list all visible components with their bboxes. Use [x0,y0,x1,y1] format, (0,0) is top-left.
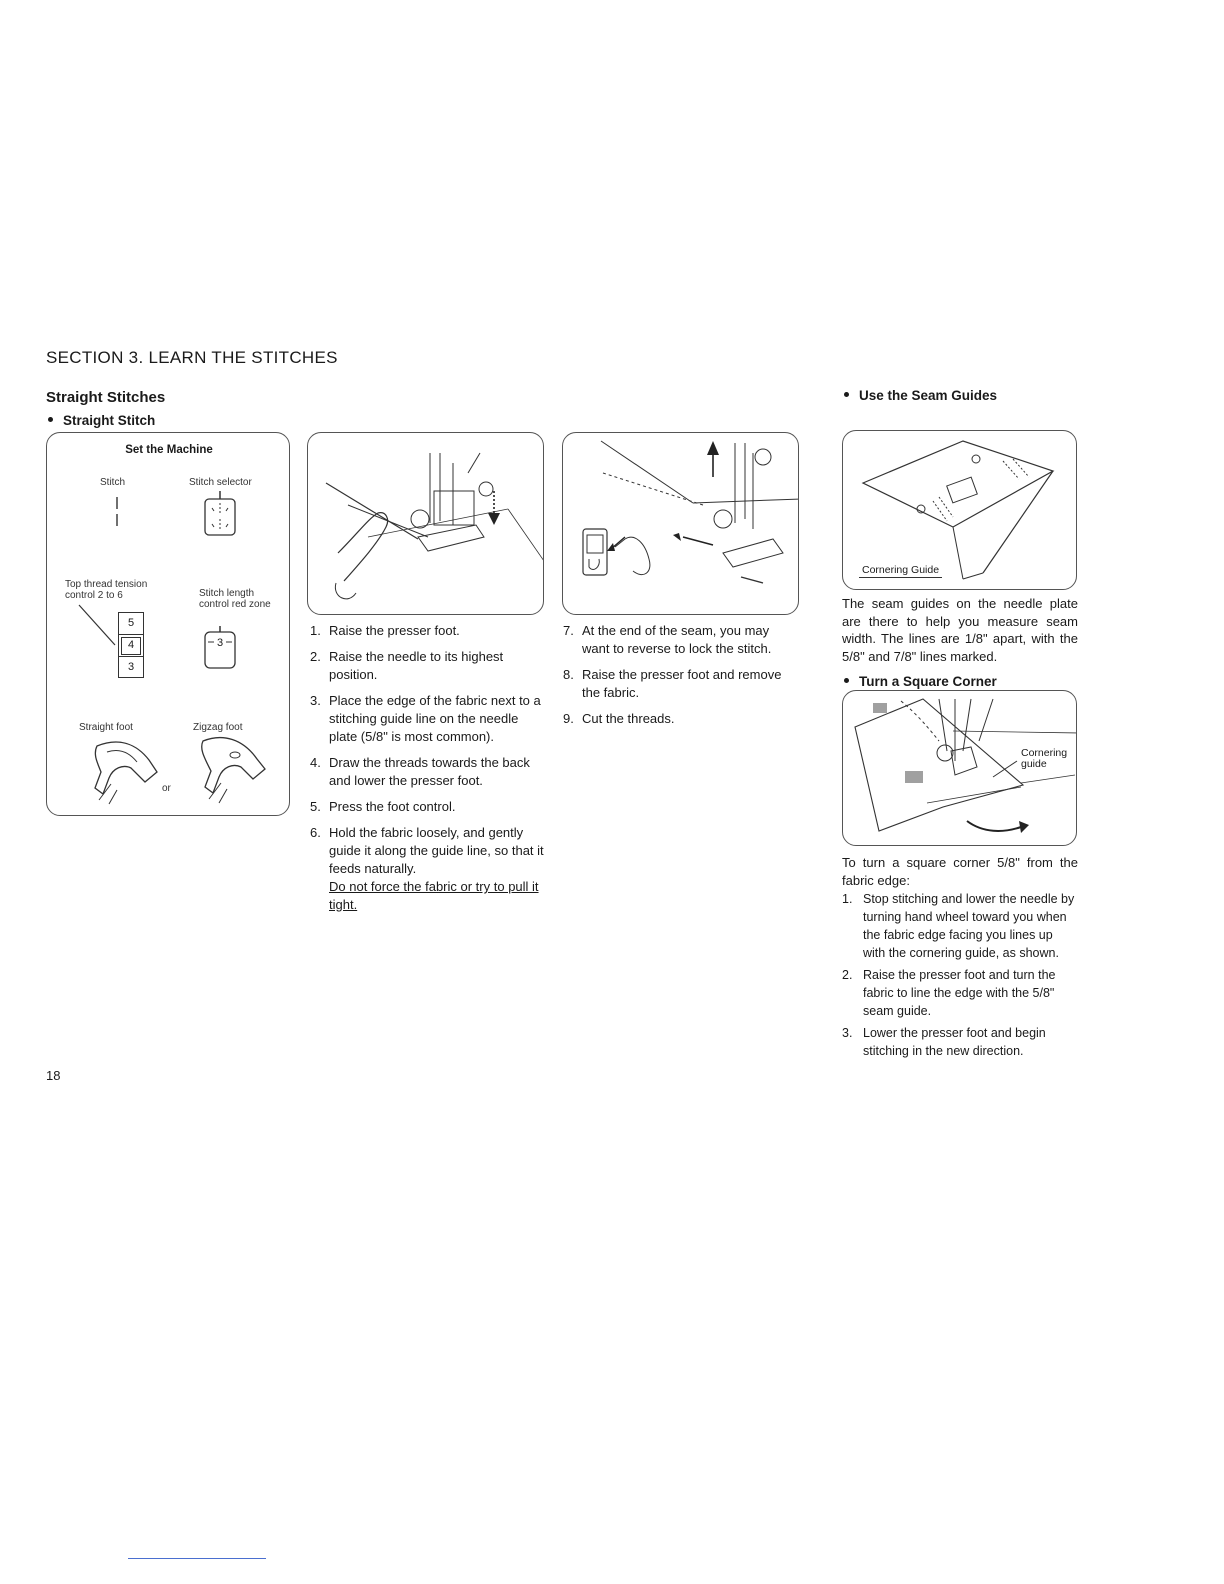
list-item: 1.Raise the presser foot. [310,623,460,638]
cornering-guide-label: Cornering Guide [859,563,943,578]
dial-value: 5 [119,613,143,635]
warning-note: Do not force the fabric or try to pull i… [329,879,539,912]
list-item: 5.Press the foot control. [310,799,456,814]
list-item: 7.At the end of the seam, you may want t… [563,623,772,656]
cornering-illustration-icon [854,698,1080,833]
page-number: 18 [46,1068,61,1083]
bullet-icon [844,677,849,683]
footer-divider [128,1558,266,1559]
list-item: 3.Lower the presser foot and begin stitc… [842,1026,1046,1058]
square-corner-panel: Cornering guide [842,690,1080,846]
list-item: 3.Place the edge of the fabric next to a… [310,693,541,744]
list-item: 1.Stop stitching and lower the needle by… [842,892,1075,960]
corner-guide-label: Cornering guide [1021,747,1068,770]
stitch-length-value: 3 [216,637,224,649]
illustration-reverse-panel [562,432,801,615]
dial-value: 3 [127,661,135,673]
stitch-length-dial-icon [204,626,236,669]
corner-steps-list: 1.Stop stitching and lower the needle by… [842,890,1078,1064]
dial-value-selected: 4 [119,635,143,657]
stitch-selector-label: Stitch selector [189,477,252,488]
list-item: 4.Draw the threads towards the back and … [310,755,530,788]
steps-list-7-9: 7.At the end of the seam, you may want t… [563,622,799,736]
section-title: SECTION 3. LEARN THE STITCHES [46,348,338,367]
seam-guide-description: The seam guides on the needle plate are … [842,596,1078,664]
straight-stitch-symbol-icon [116,497,118,526]
list-item: 2.Raise the presser foot and turn the fa… [842,968,1056,1018]
subheading-straight-stitch: Straight Stitch [48,413,155,428]
list-item: 2.Raise the needle to its highest positi… [310,649,504,682]
subheading-seam-guides: Use the Seam Guides [844,388,997,403]
stitch-length-label: Stitch length control red zone [199,588,271,610]
panel-title: Set the Machine [125,444,213,456]
heading-straight-stitches: Straight Stitches [46,389,166,406]
reverse-stitch-illustration-icon [582,440,801,584]
bullet-icon [48,416,53,422]
list-item: 6.Hold the fabric loosely, and gently gu… [310,825,544,912]
zigzag-foot-label: Zigzag foot [193,722,243,733]
list-item: 8.Raise the presser foot and remove the … [563,667,782,700]
zigzag-foot-icon [201,737,266,804]
tension-dial: 5 4 3 [118,612,144,678]
tension-pointer-icon [78,604,116,646]
top-tension-label: Top thread tension control 2 to 6 [65,579,148,601]
presser-foot-illustration-icon [325,452,545,600]
stitch-label: Stitch [100,477,126,488]
list-item: 9.Cut the threads. [563,711,675,726]
straight-foot-label: Straight foot [79,722,133,733]
stitch-selector-dial-icon [204,491,236,536]
bullet-icon [844,391,849,397]
subheading-square-corner: Turn a Square Corner [844,674,997,689]
seam-guide-panel: Cornering Guide [842,430,1077,590]
machine-settings-panel: Set the Machine Stitch Stitch selector T… [46,432,290,816]
or-label: or [162,783,171,794]
corner-intro: To turn a square corner 5/8" from the fa… [842,855,1078,888]
straight-foot-icon [94,741,158,805]
steps-list-1-6: 1.Raise the presser foot. 2.Raise the ne… [310,622,546,922]
illustration-threading-panel [307,432,545,615]
needle-plate-illustration-icon [861,440,1055,580]
